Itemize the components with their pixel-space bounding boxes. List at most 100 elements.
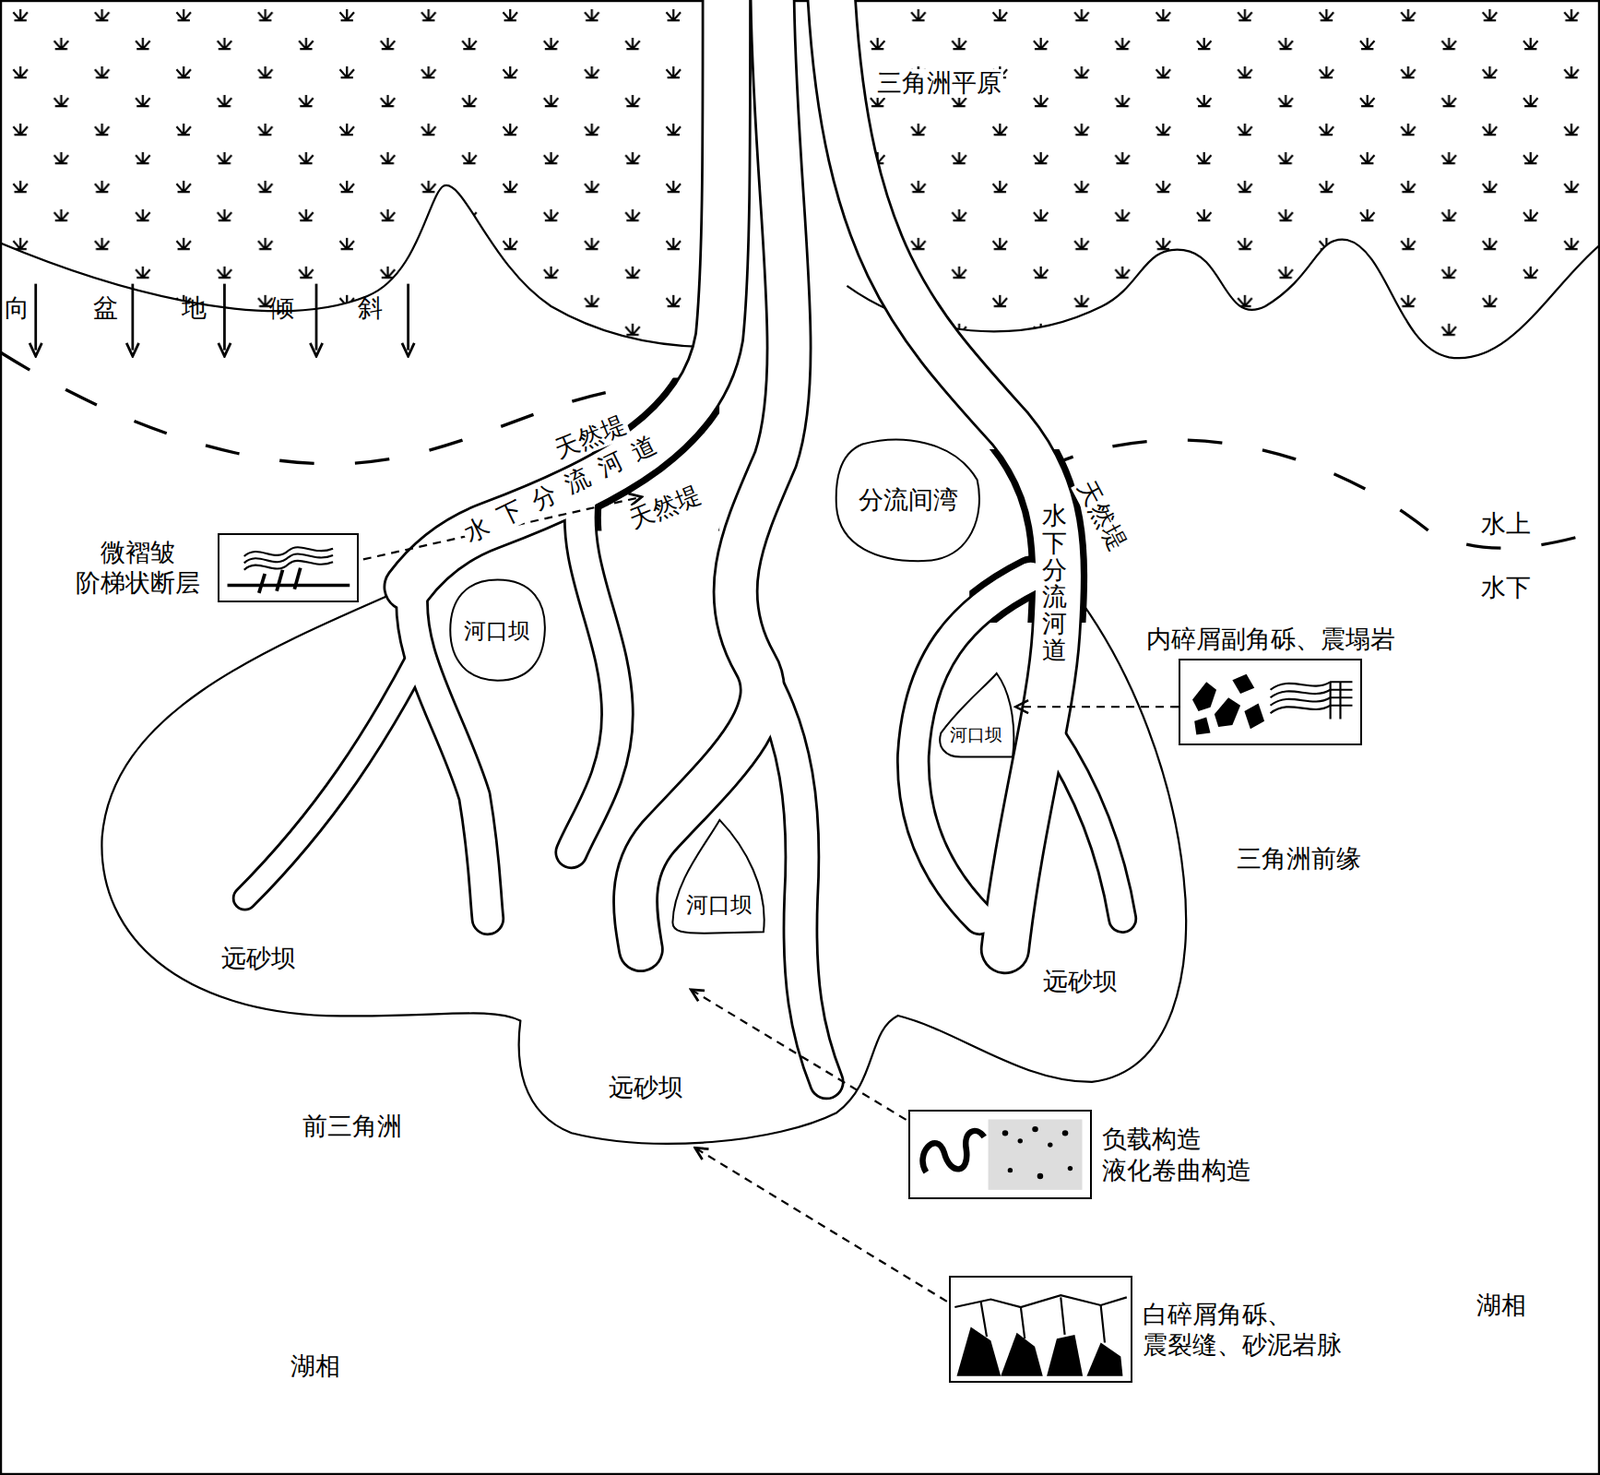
drawn-path	[1244, 702, 1265, 729]
drawn-path	[243, 553, 332, 563]
drawn-g	[243, 546, 332, 570]
facies-name: 河口坝	[463, 616, 531, 644]
natural-levee	[592, 377, 720, 531]
channel-bank-stroke	[831, 0, 1059, 949]
bar-outline-path	[450, 580, 546, 681]
natural-levee	[969, 449, 1113, 623]
map-label: 湖相	[1474, 1291, 1529, 1320]
drawn-path	[1194, 716, 1210, 735]
channel-water	[245, 0, 1124, 1082]
natural-levee-stroke	[592, 377, 720, 531]
map-label: 三角洲前缘	[1234, 844, 1363, 874]
map-label: 水下	[1479, 573, 1533, 603]
map-label: 湖相	[288, 1351, 343, 1381]
drawn-g	[1270, 681, 1353, 719]
drawn-circle	[1062, 1129, 1069, 1136]
drawn-path	[1330, 681, 1341, 719]
drawn-path	[243, 546, 332, 557]
drawn-path	[226, 582, 350, 587]
mouth-bar: 河口坝	[936, 668, 1017, 761]
map-label: 向盆地倾斜	[2, 294, 448, 323]
drawn-path	[1192, 681, 1217, 712]
drawn-path	[1232, 674, 1255, 694]
callout-caption: 微褶皱 阶梯状断层	[72, 536, 203, 598]
drawn-path	[243, 559, 332, 569]
drawn-path	[1046, 1334, 1083, 1376]
map-label: 远砂坝	[1041, 967, 1120, 996]
drawn-path	[922, 1130, 984, 1173]
drawn-rect	[987, 1118, 1082, 1189]
plain-marsh-left	[0, 0, 715, 347]
drawn-path	[957, 1327, 1002, 1376]
bar-outline	[936, 668, 1017, 761]
channel-water-stroke	[571, 495, 618, 853]
channel-water-stroke	[759, 673, 827, 1082]
channel-water-stroke	[1051, 734, 1123, 919]
channel-water-stroke	[912, 576, 1031, 919]
seismite-sketch	[219, 534, 358, 601]
drawn-circle	[1067, 1165, 1073, 1171]
seismite-callout-box: 内碎屑副角砾、震塌岩	[1178, 658, 1363, 746]
interdistributary-bay: 分流间湾	[831, 433, 985, 567]
channel-water-stroke	[245, 652, 421, 899]
map-label: 远砂坝	[219, 944, 298, 973]
drawn-path	[276, 568, 283, 591]
map-label: 水上	[1479, 509, 1533, 539]
drawn-path	[1214, 697, 1241, 727]
drawn-circle	[1047, 1141, 1053, 1147]
callout-caption: 负载构造 液化卷曲构造	[1102, 1123, 1257, 1185]
channel-bank-stroke	[408, 0, 727, 587]
mouth-bar: 河口坝	[668, 816, 771, 937]
shoreline-left	[0, 352, 633, 464]
leader-lines	[363, 497, 948, 1302]
drawn-circle	[1002, 1129, 1009, 1136]
bar-outline	[668, 816, 771, 937]
natural-levee-stroke	[969, 576, 1031, 623]
drawn-circle	[1017, 1137, 1022, 1143]
map-label: 水下分流河道	[1042, 501, 1067, 664]
drawn-circle	[1007, 1167, 1012, 1173]
channel-bank-stroke	[571, 495, 618, 853]
channel-bank-stroke	[1051, 734, 1123, 919]
seismite-sketch	[1180, 660, 1361, 744]
drawn-path	[294, 567, 300, 589]
channel-water-stroke	[408, 0, 727, 587]
drawn-g	[957, 1327, 1124, 1376]
drawn-g	[226, 567, 350, 593]
plain-marsh-right	[846, 0, 1600, 358]
facies-name: 河口坝	[686, 890, 753, 918]
drawn-path	[981, 1296, 1105, 1342]
seismite-callout-box: 白碎屑角砾、震裂缝、砂泥岩脉	[948, 1275, 1133, 1383]
drawn-g	[1002, 1125, 1073, 1179]
drawn-circle	[1036, 1173, 1043, 1179]
seismite-callout-box: 负载构造 液化卷曲构造	[908, 1109, 1092, 1199]
facies-name: 分流间湾	[858, 485, 959, 515]
drawn-g	[954, 1294, 1126, 1342]
channel-water-stroke	[831, 0, 1059, 949]
dashed-callout-arrow	[1016, 705, 1179, 708]
drawn-path	[258, 572, 264, 593]
bar-outline-path	[672, 819, 764, 934]
channel-water-stroke	[635, 0, 790, 949]
bar-outline-path	[939, 673, 1014, 758]
leader-line	[691, 989, 906, 1120]
seismite-callout-box: 微褶皱 阶梯状断层	[217, 533, 360, 603]
map-label: 三角洲平原	[875, 69, 1004, 98]
drawn-circle	[1031, 1125, 1039, 1132]
drawn-g	[1192, 674, 1265, 735]
plain-boundary-left	[0, 185, 715, 347]
drawn-path	[1000, 1332, 1043, 1376]
facies-name: 河口坝	[949, 724, 1003, 747]
map-label: 前三角洲	[300, 1112, 404, 1141]
mouth-bar: 河口坝	[447, 576, 548, 684]
bar-outline-path	[835, 439, 979, 562]
channel-bank	[245, 0, 1124, 1082]
channel-bank-stroke	[245, 652, 421, 899]
drawn-path	[1086, 1342, 1123, 1376]
callout-caption: 内碎屑副角砾、震塌岩	[1146, 623, 1396, 654]
distributary-channels	[245, 0, 1124, 1082]
seismite-sketch	[910, 1111, 1091, 1198]
seismite-sketch	[950, 1277, 1131, 1381]
map-label: 远砂坝	[606, 1073, 686, 1103]
